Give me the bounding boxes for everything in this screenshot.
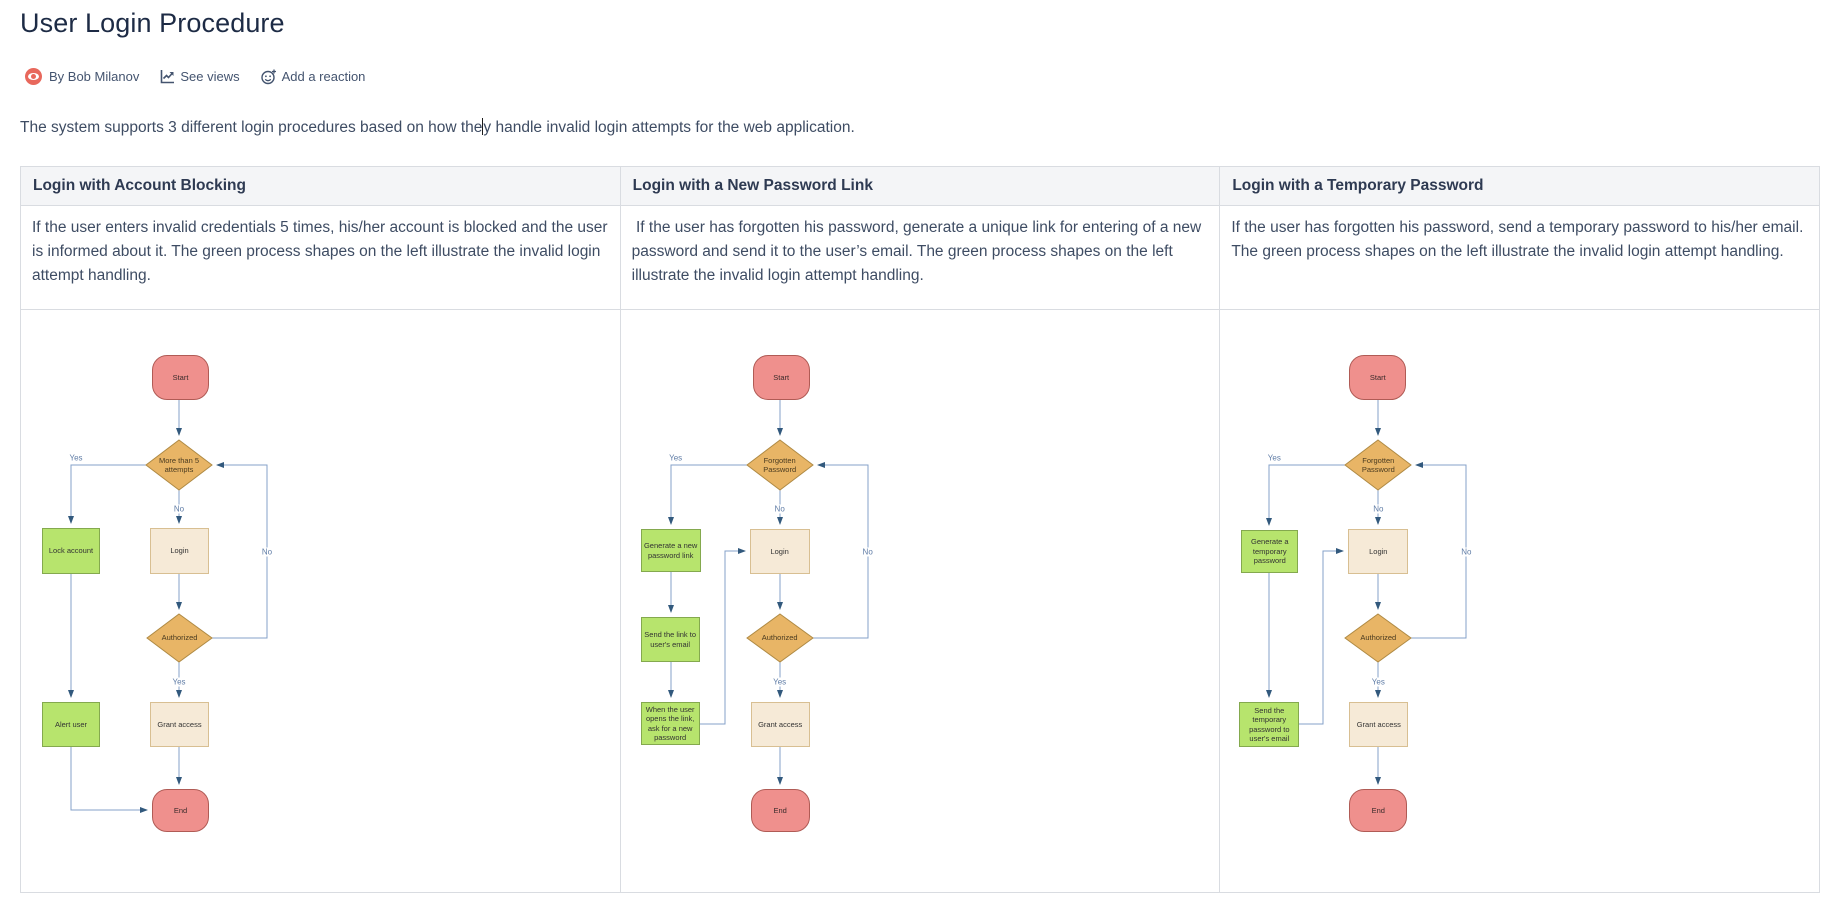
flow-node-login: Login (749, 529, 810, 574)
flowchart-new-password-link[interactable]: Start Forgotten Password Generate a new … (621, 310, 1219, 892)
flow-node-generate-temp-password: Generate a temporary password (1241, 530, 1299, 573)
edge-label-yes: Yes (1369, 677, 1387, 687)
flow-node-decision-forgotten: Forgotten Password (763, 455, 797, 474)
desc-account-blocking[interactable]: If the user enters invalid credentials 5… (20, 205, 621, 310)
flow-node-decision-authorized: Authorized (1360, 633, 1397, 643)
flow-node-lock-account: Lock account (42, 528, 100, 574)
text-cursor (482, 118, 484, 135)
edge-label-yes: Yes (170, 677, 188, 687)
byline: By Bob Milanov See views Add a reaction (25, 68, 1819, 85)
flow-node-grant-access: Grant access (750, 702, 810, 747)
decision-diamond (1344, 613, 1413, 663)
add-reaction-button[interactable]: Add a reaction (260, 69, 365, 85)
edge-label-no: No (259, 547, 275, 557)
desc-temporary-password[interactable]: If the user has forgotten his password, … (1219, 205, 1820, 310)
edge-label-yes: Yes (771, 677, 789, 687)
desc-new-password-link[interactable]: If the user has forgotten his password, … (619, 205, 1221, 310)
flowchart-connectors (68, 400, 268, 813)
edge-label-yes: Yes (67, 453, 85, 463)
decision-diamond (745, 613, 814, 663)
decision-diamond (745, 439, 814, 491)
decision-diamond (146, 613, 213, 663)
flow-node-ask-new-password: When the user opens the link, ask for a … (640, 702, 700, 745)
flowchart-connectors (1266, 400, 1467, 785)
table-header-row: Login with Account Blocking Login with a… (20, 166, 1820, 206)
flow-node-decision-attempts: More than 5 attempts (158, 455, 200, 474)
page-title: User Login Procedure (20, 8, 285, 38)
flow-node-start: Start (152, 355, 209, 400)
flowchart-account-blocking[interactable]: Start More than 5 attempts Lock account … (21, 310, 619, 892)
flowchart-connectors (667, 400, 869, 785)
intro-paragraph[interactable]: The system supports 3 different login pr… (20, 118, 855, 136)
col-header-temporary-password[interactable]: Login with a Temporary Password (1219, 166, 1820, 206)
table-diagram-row: Start More than 5 attempts Lock account … (20, 309, 1820, 893)
flow-node-start: Start (752, 355, 810, 400)
author-avatar-icon[interactable] (25, 68, 42, 85)
flow-node-send-temp-password: Send the temporary password to user's em… (1239, 702, 1300, 747)
edge-label-no: No (772, 504, 787, 514)
edge-label-yes: Yes (1265, 453, 1283, 463)
col-header-account-blocking[interactable]: Login with Account Blocking (20, 166, 621, 206)
flowchart-temporary-password[interactable]: Start Forgotten Password Generate a temp… (1220, 310, 1818, 892)
views-chart-icon (160, 69, 175, 84)
flow-node-alert-user: Alert user (42, 702, 100, 747)
flow-node-send-link: Send the link to user's email (640, 617, 700, 662)
edge-label-no: No (860, 547, 875, 557)
procedures-table: Login with Account Blocking Login with a… (20, 166, 1820, 893)
flow-node-grant-access: Grant access (150, 702, 209, 747)
flow-node-decision-authorized: Authorized (761, 633, 798, 643)
table-description-row: If the user enters invalid credentials 5… (20, 205, 1820, 310)
flow-node-end: End (750, 789, 810, 832)
byline-author-link[interactable]: By Bob Milanov (49, 69, 140, 84)
col-header-new-password-link[interactable]: Login with a New Password Link (619, 166, 1221, 206)
flow-node-login: Login (150, 528, 209, 574)
see-views-button[interactable]: See views (160, 69, 240, 84)
flow-node-generate-link: Generate a new password link (640, 529, 701, 572)
decision-diamond (145, 439, 213, 491)
decision-diamond (1344, 439, 1413, 491)
flow-node-decision-forgotten: Forgotten Password (1361, 455, 1395, 474)
edge-label-no: No (171, 504, 187, 514)
edge-label-no: No (1371, 504, 1386, 514)
add-reaction-smiley-icon (260, 69, 277, 85)
flow-node-start: Start (1349, 355, 1407, 400)
edge-label-yes: Yes (667, 453, 685, 463)
edge-label-no: No (1459, 547, 1474, 557)
flow-node-decision-authorized: Authorized (161, 633, 198, 643)
flow-node-end: End (152, 789, 209, 832)
flow-node-grant-access: Grant access (1349, 702, 1409, 747)
flow-node-end: End (1349, 789, 1408, 832)
flow-node-login: Login (1348, 529, 1409, 574)
